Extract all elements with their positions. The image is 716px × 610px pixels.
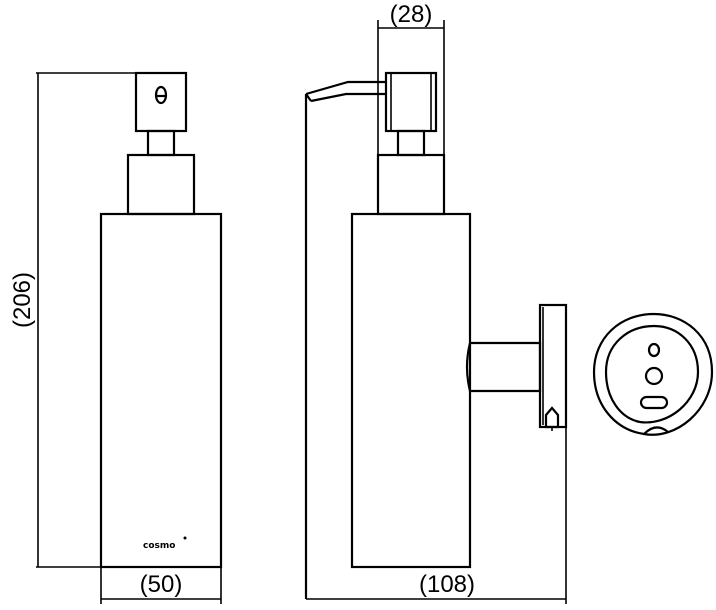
mount-hole-center (644, 366, 664, 386)
mount-hole-top (647, 342, 661, 358)
body-width-label: (50) (140, 571, 183, 598)
body-width-dimension: (50) (100, 567, 222, 604)
side-view: (28) (108) (304, 1, 568, 604)
wall-mount-icon (592, 312, 714, 436)
total-depth-dimension: (108) (306, 427, 567, 604)
brand-mark-dot (183, 536, 187, 540)
front-view: cosmo (206) (50) (9, 71, 223, 604)
side-pump-stem (396, 129, 426, 157)
top-width-dimension: (28) (377, 1, 445, 214)
top-width-label: (28) (390, 1, 433, 28)
nozzle-spout (304, 80, 386, 599)
side-pump-collar (376, 153, 446, 216)
total-height-label: (206) (9, 272, 36, 328)
side-pump-head (384, 71, 438, 133)
pump-collar (126, 153, 196, 216)
total-depth-label: (108) (419, 571, 475, 598)
dispenser-body-side (350, 212, 472, 569)
pump-stem (146, 129, 176, 157)
brand-label: cosmo (143, 541, 175, 551)
mount-slot (639, 395, 669, 410)
pump-icon (154, 85, 168, 105)
dispenser-body-front (99, 212, 223, 569)
total-height-dimension: (206) (9, 72, 186, 568)
wall-bracket (465, 303, 568, 431)
